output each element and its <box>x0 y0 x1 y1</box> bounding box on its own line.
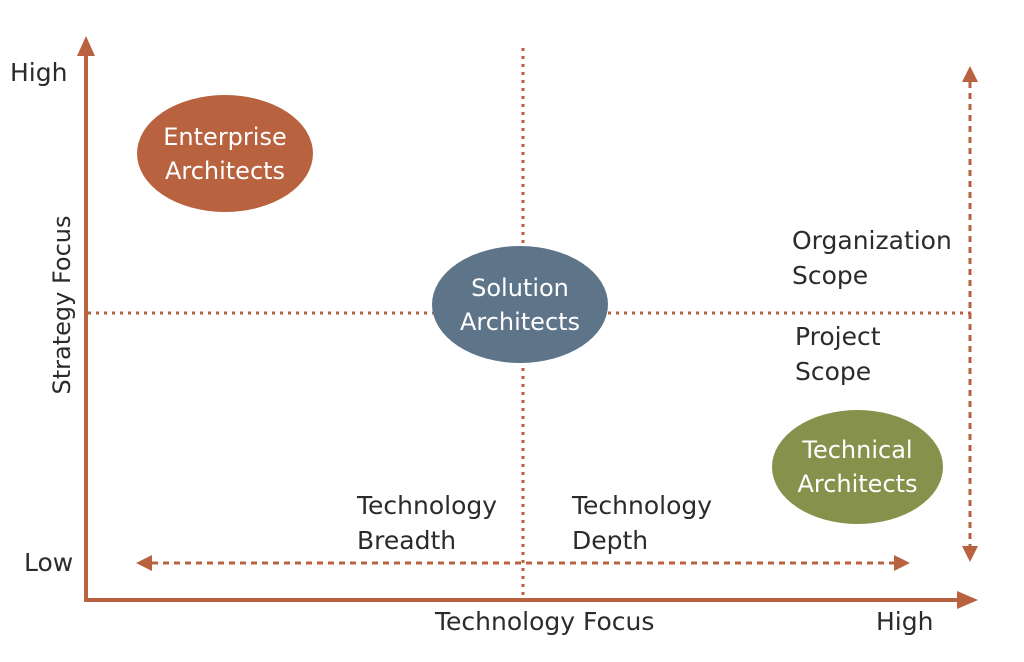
project-scope-label: Project Scope <box>795 319 881 389</box>
y-low-label: Low <box>24 548 74 577</box>
y-axis-arrow-icon <box>77 36 95 56</box>
y-axis-title: Strategy Focus <box>48 215 76 395</box>
x-axis-title: Technology Focus <box>435 607 655 636</box>
organization-scope-label: Organization Scope <box>792 223 952 293</box>
technology-depth-line1: Technology <box>572 491 713 520</box>
technical-architects-ellipse: Technical Architects <box>772 410 943 524</box>
enterprise-architects-line1: Enterprise <box>163 122 287 151</box>
technology-depth-label: Technology Depth <box>572 488 712 558</box>
x-high-label: High <box>876 607 934 636</box>
organization-scope-line2: Scope <box>792 261 869 290</box>
enterprise-architects-ellipse: Enterprise Architects <box>137 95 313 212</box>
technical-architects-line1: Technical <box>802 436 913 464</box>
technology-breadth-label: Technology Breadth <box>357 488 497 558</box>
technology-arrow-left-icon <box>136 555 152 571</box>
y-high-label: High <box>10 58 68 87</box>
technology-breadth-line2: Breadth <box>357 526 457 555</box>
technology-depth-line2: Depth <box>572 526 649 555</box>
technology-breadth-line1: Technology <box>357 491 498 520</box>
technical-architects-line2: Architects <box>797 470 918 498</box>
enterprise-architects-line2: Architects <box>164 156 286 185</box>
x-axis-arrow-icon <box>957 591 978 609</box>
project-scope-line1: Project <box>795 322 881 351</box>
scope-arrow-down-icon <box>962 546 978 562</box>
organization-scope-line1: Organization <box>792 226 952 255</box>
project-scope-line2: Scope <box>795 357 872 386</box>
scope-arrow-up-icon <box>962 66 978 82</box>
solution-architects-line2: Architects <box>459 307 581 336</box>
technology-arrow-right-icon <box>894 555 910 571</box>
solution-architects-ellipse: Solution Architects <box>432 246 608 363</box>
solution-architects-line1: Solution <box>471 273 569 302</box>
